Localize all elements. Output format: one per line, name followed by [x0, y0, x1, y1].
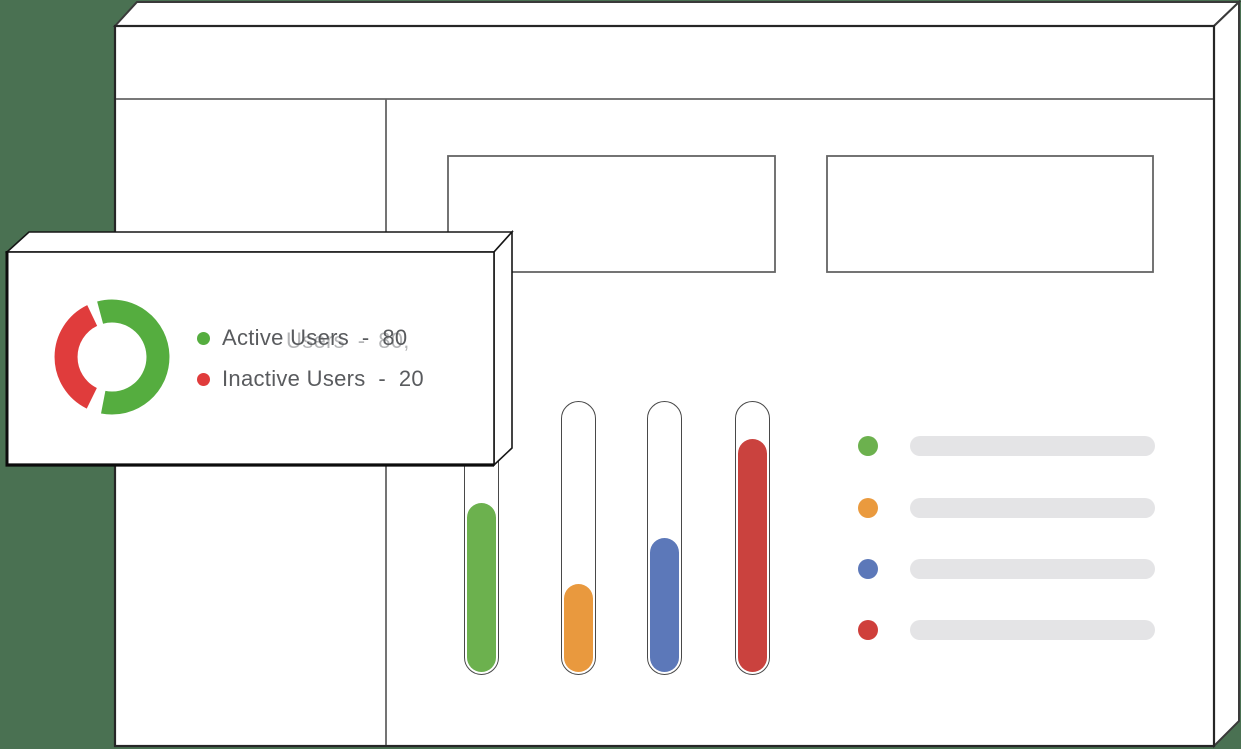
- bar-fill-blue: [650, 538, 679, 672]
- placeholder-text-bar: [910, 559, 1155, 579]
- bar-tube-3: [647, 401, 682, 675]
- placeholder-text-bar: [910, 620, 1155, 640]
- stats-card-content: Active Users - 80 Users - 80, Inactive U…: [0, 225, 520, 473]
- legend-dot-blue: [858, 559, 878, 579]
- legend-dot-red: [858, 620, 878, 640]
- window-right-face: [1213, 0, 1240, 749]
- bar-fill-green: [467, 503, 496, 672]
- donut-segment-inactive: [54, 305, 98, 409]
- legend-dot-orange: [858, 498, 878, 518]
- placeholder-text-bar: [910, 436, 1155, 456]
- donut-segment-active: [97, 299, 170, 415]
- bar-fill-red: [738, 439, 767, 672]
- bar-tube-2: [561, 401, 596, 675]
- user-stats-card: Active Users - 80 Users - 80, Inactive U…: [0, 225, 520, 473]
- top-card-2: [826, 155, 1154, 273]
- donut-chart-svg: [54, 299, 170, 415]
- stats-legend-row-inactive: Inactive Users - 20: [197, 365, 424, 393]
- stats-card-frame: [4, 229, 514, 467]
- inactive-users-label: Inactive Users - 20: [222, 366, 424, 391]
- legend-dot-green: [858, 436, 878, 456]
- inactive-users-dot: [197, 372, 210, 386]
- active-users-dot: [197, 331, 210, 345]
- placeholder-text-bar: [910, 498, 1155, 518]
- active-users-label: Active Users - 80: [222, 325, 408, 350]
- bar-fill-orange: [564, 584, 593, 672]
- ghost-text: Users - 80,: [286, 328, 410, 353]
- stats-legend-row-active: Active Users - 80: [197, 324, 407, 352]
- donut-chart: [52, 297, 172, 417]
- bar-tube-4: [735, 401, 770, 675]
- window-top-face: [112, 1, 1241, 27]
